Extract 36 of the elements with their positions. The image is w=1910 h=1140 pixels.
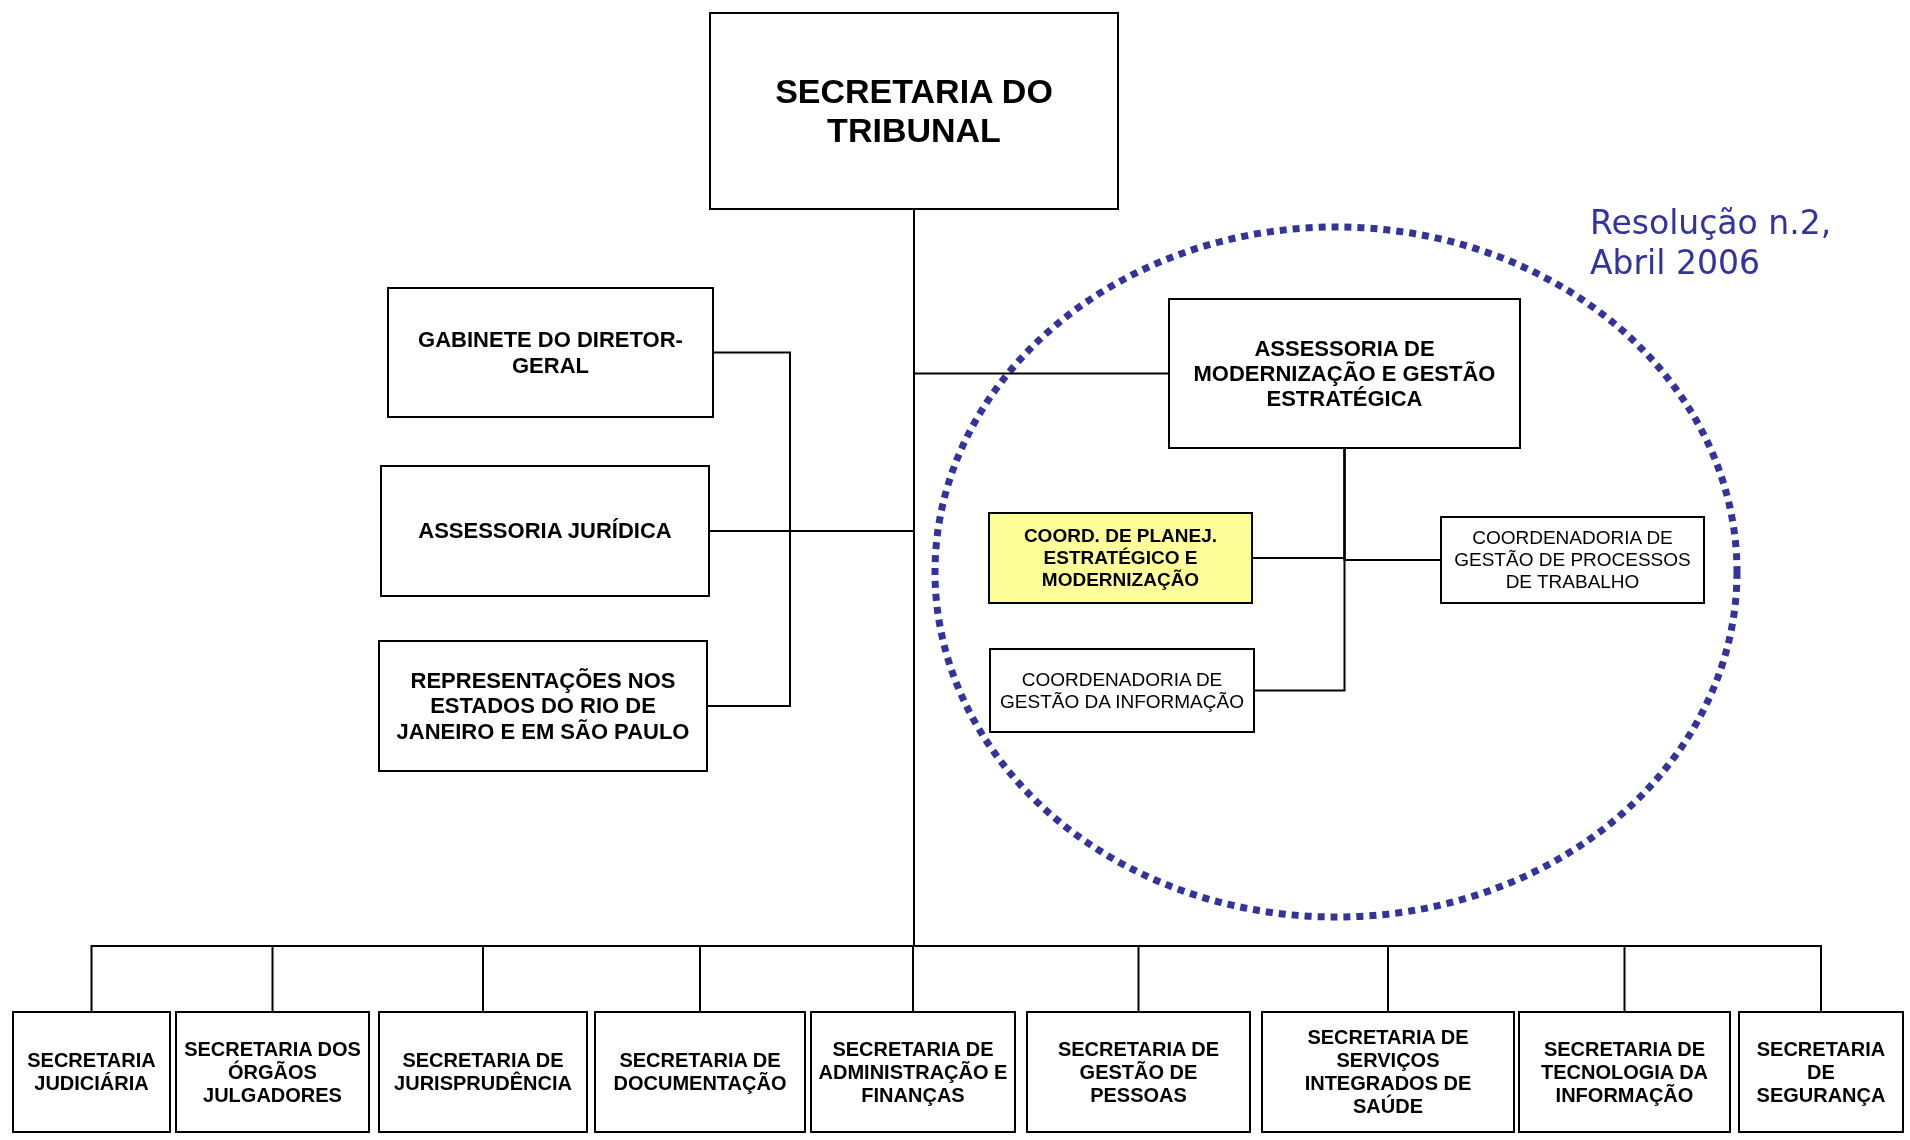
unit-name: ASSESSORIA DE MODERNIZAÇÃO E GESTÃO ESTRATÉGICA — [1192, 335, 1497, 412]
unit-name: REPRESENTAÇÕES NOS ESTADOS DO RIO DE JANEIRO E EM SÃO PAULO — [395, 668, 691, 744]
org-box — [378, 1011, 588, 1133]
unit-name: SECRETARIA DOS ÓRGÃOS JULGADORES — [183, 1037, 362, 1107]
unit-name: SECRETARIA DE SERVIÇOS INTEGRADOS DE SAÚDE — [1303, 1026, 1473, 1118]
org-box — [12, 1011, 171, 1133]
org-box — [594, 1011, 806, 1133]
note-text: Resolução n.2, Abril 2006 — [1590, 203, 1833, 284]
org-box — [810, 1011, 1016, 1133]
unit-name: SECRETARIA DE ADMINISTRAÇÃO E FINANÇAS — [818, 1037, 1008, 1107]
org-box — [380, 465, 710, 597]
unit-name: SECRETARIA DE JURISPRUDÊNCIA — [393, 1049, 573, 1095]
unit-name: COORDENADORIA DE GESTÃO DE PROCESSOS DE TRABALHO — [1453, 527, 1692, 593]
org-box — [387, 287, 714, 418]
org-box — [1738, 1011, 1904, 1133]
connector-line — [1254, 448, 1346, 692]
org-box — [709, 12, 1119, 210]
unit-name: SECRETARIA DE TECNOLOGIA DA INFORMAÇÃO — [1540, 1037, 1709, 1107]
org-box — [988, 512, 1253, 604]
unit-name: GABINETE DO DIRETOR-GERAL — [417, 327, 684, 378]
unit-name: SECRETARIA DE SEGURANÇA — [1755, 1037, 1887, 1107]
org-box — [989, 648, 1255, 733]
org-box — [1440, 516, 1705, 604]
unit-name: COORDENADORIA DE GESTÃO DA INFORMAÇÃO — [999, 668, 1245, 713]
unit-name: COORD. DE PLANEJ. ESTRATÉGICO E MODERNIZAÇÃO — [1022, 525, 1219, 591]
org-box — [175, 1011, 370, 1133]
unit-name: ASSESSORIA JURÍDICA — [418, 518, 672, 544]
org-box — [1261, 1011, 1515, 1133]
unit-name: SECRETARIA DO TRIBUNAL — [774, 71, 1054, 151]
org-box — [1518, 1011, 1731, 1133]
unit-name: SECRETARIA JUDICIÁRIA — [26, 1049, 157, 1095]
unit-name: SECRETARIA DE DOCUMENTAÇÃO — [612, 1049, 788, 1095]
org-box — [1026, 1011, 1251, 1133]
org-box — [1168, 298, 1521, 449]
unit-name: SECRETARIA DE GESTÃO DE PESSOAS — [1056, 1037, 1221, 1107]
org-box — [378, 640, 708, 772]
